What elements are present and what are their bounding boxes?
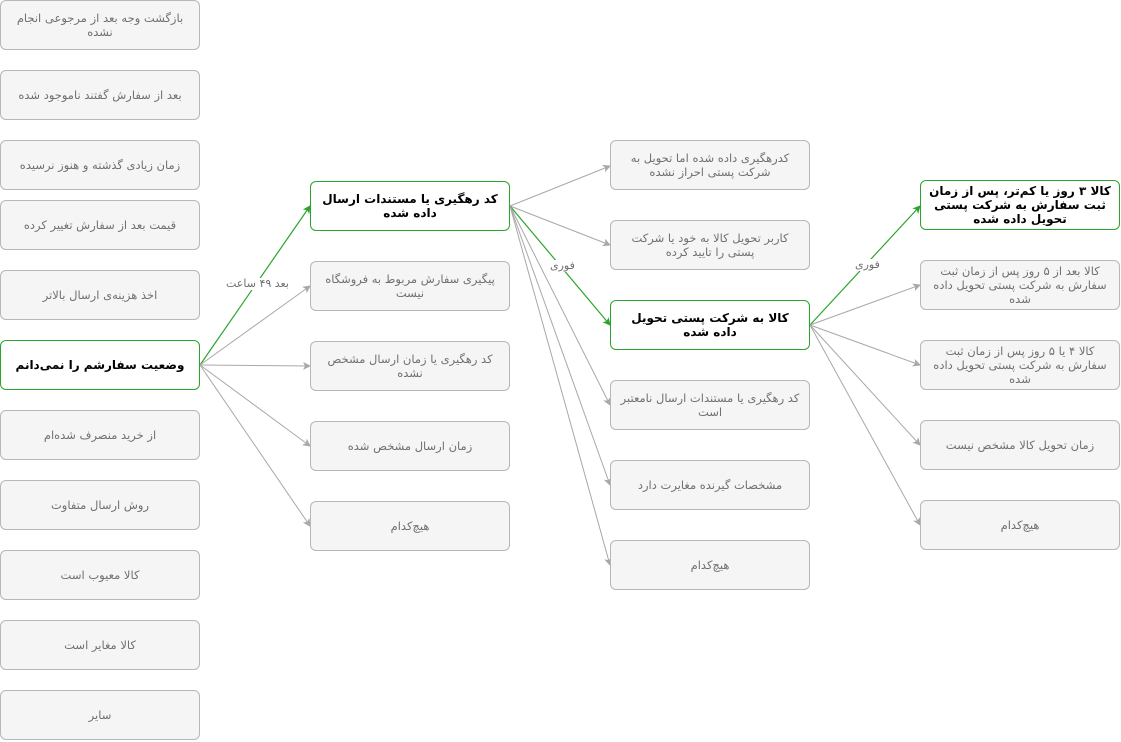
col3-node-2[interactable]: کاربر تحویل کالا به خود یا شرکت پستی را … (610, 220, 810, 270)
edge-label-immediate-2: فوری (854, 258, 881, 271)
col1-node-10[interactable]: کالا مغایر است (0, 620, 200, 670)
col2-node-5[interactable]: هیچ‌کدام (310, 501, 510, 551)
col1-node-4[interactable]: قیمت بعد از سفارش تغییر کرده (0, 200, 200, 250)
col3-node-1[interactable]: کدرهگیری داده شده اما تحویل به شرکت پستی… (610, 140, 810, 190)
col1-node-3[interactable]: زمان زیادی گذشته و هنوز نرسیده (0, 140, 200, 190)
col2-node-4[interactable]: زمان ارسال مشخص شده (310, 421, 510, 471)
col1-node-2[interactable]: بعد از سفارش گفتند ناموجود شده (0, 70, 200, 120)
edge-c2-c3-1 (509, 164, 611, 207)
col1-node-5[interactable]: اخذ هزینه‌ی ارسال بالاتر (0, 270, 200, 320)
col1-node-6[interactable]: وضعیت سفارشم را نمی‌دانم (0, 340, 200, 390)
edge-c3-c4-3 (809, 324, 921, 367)
edge-c2-c3-6 (509, 205, 612, 566)
col1-node-8[interactable]: روش ارسال متفاوت (0, 480, 200, 530)
col3-node-3[interactable]: کالا به شرکت پستی تحویل داده شده (610, 300, 810, 350)
col1-node-1[interactable]: بازگشت وجه بعد از مرجوعی انجام نشده (0, 0, 200, 50)
col1-node-7[interactable]: از خرید منصرف شده‌ام (0, 410, 200, 460)
edge-c3-c4-2 (809, 283, 921, 326)
col4-node-2[interactable]: کالا بعد از ۵ روز پس از زمان ثبت سفارش ب… (920, 260, 1120, 310)
edge-c1-c2-2 (199, 285, 311, 366)
col1-node-9[interactable]: کالا معیوب است (0, 550, 200, 600)
col4-node-4[interactable]: زمان تحویل کالا مشخص نیست (920, 420, 1120, 470)
col4-node-5[interactable]: هیچ‌کدام (920, 500, 1120, 550)
edge-label-after-48h: بعد ۴۹ ساعت (225, 277, 290, 290)
col2-node-3[interactable]: کد رهگیری یا زمان ارسال مشخص نشده (310, 341, 510, 391)
col3-node-5[interactable]: مشخصات گیرنده مغایرت دارد (610, 460, 810, 510)
col4-node-3[interactable]: کالا ۴ یا ۵ روز پس از زمان ثبت سفارش به … (920, 340, 1120, 390)
edge-c1-c2-5 (199, 364, 311, 527)
col2-node-2[interactable]: پیگیری سفارش مربوط به فروشگاه نیست (310, 261, 510, 311)
edge-c3-c4-4 (809, 324, 921, 446)
edge-c2-c3-5 (509, 205, 612, 486)
edge-c1-c2-4 (199, 364, 311, 447)
col2-node-1[interactable]: کد رهگیری یا مستندات ارسال داده شده (310, 181, 510, 231)
edge-c2-c3-4 (509, 205, 611, 406)
col4-node-1[interactable]: کالا ۳ روز یا کم‌تر، پس از زمان ثبت سفار… (920, 180, 1120, 230)
edge-c3-c4-5 (809, 324, 921, 526)
edge-label-immediate-1: فوری (549, 259, 576, 272)
col3-node-4[interactable]: کد رهگیری یا مستندات ارسال نامعتبر است (610, 380, 810, 430)
col3-node-6[interactable]: هیچ‌کدام (610, 540, 810, 590)
edge-c2-c3-2 (509, 205, 611, 247)
col1-node-11[interactable]: سایر (0, 690, 200, 740)
edge-c1-c2-3 (199, 361, 311, 370)
